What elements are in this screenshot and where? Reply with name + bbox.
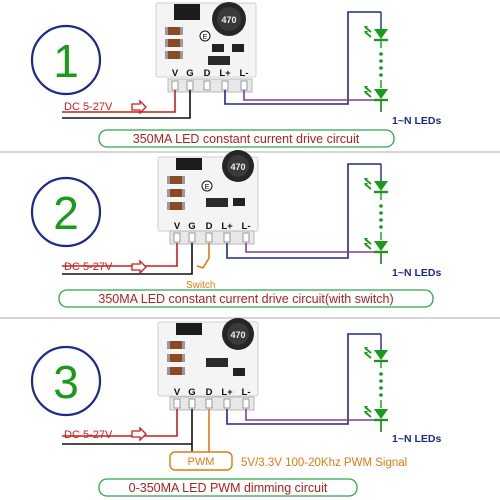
dc-positive-wire [62,409,178,437]
led-positive-wire [226,333,381,425]
switch-wire [202,243,210,269]
ground-wire [62,90,191,119]
pin-label-d: D [206,387,213,398]
ground-wire [62,243,193,275]
pwm-signal-label: 5V/3.3V 100-20Khz PWM Signal [241,457,407,469]
led-negative-wire [245,243,382,264]
svg-text:E: E [203,34,208,41]
caption-box [98,129,395,148]
led-chain-dots [379,372,383,397]
pin-label-g: G [188,221,195,232]
caption: 0-350MA LED PWM dimming circuit [129,481,328,495]
led-positive-wire [224,11,381,105]
led-negative-wire [245,409,382,432]
pin-label-lminus: L- [240,68,249,79]
dc-positive-wire [62,90,176,113]
led-icon [362,404,390,422]
dc-input-label: DC 5-27V [64,261,113,273]
pin-label-v: V [172,68,179,79]
led-icon [362,345,390,363]
svg-text:E: E [205,184,210,191]
dc-input-label: DC 5-27V [64,429,113,441]
section-number-circle [30,24,102,96]
dc-positive-wire [62,243,178,267]
section-3: 3 470 V G D L+ L- [30,318,441,497]
led-icon [362,236,390,254]
section-number: 3 [53,356,79,408]
led-positive-wire [226,163,381,259]
section-2: 2 470 E V G D L+ L- [30,150,441,308]
led-negative-wire [243,90,382,112]
arrow-right-icon [131,427,147,441]
pin-label-lminus: L- [242,387,251,398]
pin-label-lplus: L+ [221,221,233,232]
switch-label: Switch [186,280,215,291]
led-icon [362,84,390,102]
driver-module-board: 470 E V G D L+ L- [157,150,259,245]
caption-box [98,478,358,497]
section-number: 1 [53,35,79,87]
pin-label-g: G [186,68,193,79]
led-count-label: 1~N LEDs [392,267,441,279]
section-1: 1 470 E V G D L+ L- [30,2,441,148]
driver-module-board: 470 V G D L+ L- [157,318,259,411]
caption: 350MA LED constant current drive circuit… [98,292,393,306]
caption-box [58,289,434,308]
led-icon [362,176,390,194]
pin-label-d: D [204,68,211,79]
caption: 350MA LED constant current drive circuit [133,132,360,146]
pin-label-lplus: L+ [219,68,231,79]
inductor-label: 470 [221,15,236,25]
section-number-circle [30,176,102,248]
dc-input-label: DC 5-27V [64,101,113,113]
pin-label-v: V [174,387,181,398]
led-count-label: 1~N LEDs [392,433,441,445]
led-count-label: 1~N LEDs [392,115,441,127]
pin-label-lminus: L- [242,221,251,232]
pin-label-g: G [188,387,195,398]
section-number-circle [30,345,102,417]
pin-label-v: V [174,221,181,232]
led-icon [362,24,390,42]
led-chain-dots [379,204,383,229]
inductor-label: 470 [230,162,245,172]
pin-label-lplus: L+ [221,387,233,398]
driver-module-board: 470 E V G D L+ L- [155,2,257,93]
pwm-source-box [169,451,233,471]
section-number: 2 [53,187,79,239]
arrow-right-icon [131,260,147,274]
pwm-box-label: PWM [188,456,215,468]
pin-label-d: D [206,221,213,232]
inductor-label: 470 [230,330,245,340]
led-chain-dots [379,52,383,77]
